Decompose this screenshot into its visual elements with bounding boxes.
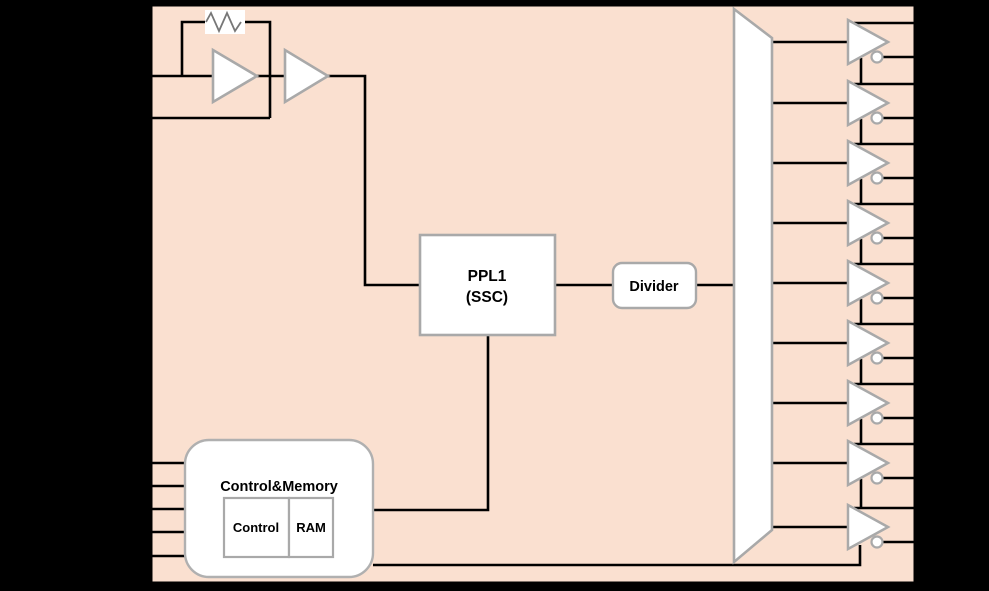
pll-label-line2: (SSC) [466,289,508,306]
output-buffer-icon [846,78,891,128]
pll-block: PPL1 (SSC) [418,233,557,337]
pin-dot [915,321,922,327]
inverter-bubble-icon [870,291,884,305]
pll-label-line1: PPL1 [468,268,507,285]
control-memory-title: Control&Memory [220,479,338,495]
pin-dot [146,529,153,535]
osc-to-pll-wire [328,74,420,287]
pin-dot [146,483,153,489]
pin-dot [915,201,922,207]
ram-box [287,496,335,559]
osc-amplifier-icon [211,47,260,105]
pin-dot [915,141,922,147]
pin-dot [915,261,922,267]
control-box [222,496,291,559]
pin-dot [915,505,922,511]
inverter-bubble-icon [870,535,884,549]
divider-box [611,261,698,310]
inverter-bubble-icon [870,50,884,64]
pin-dot [146,506,153,512]
output-buffer-icon [846,318,891,368]
pin-dot [915,175,922,181]
pin-dot [915,20,922,26]
pin-dot [146,553,153,559]
output-buffer-icon [846,258,891,308]
feedback-wire-right [245,20,272,118]
feedback-wire-left [180,20,205,76]
inverter-bubble-icon [870,231,884,245]
inverter-bubble-icon [870,171,884,185]
divider-block: Divider [611,261,698,310]
clock-buffer-icon [283,47,331,105]
divider-label: Divider [629,279,679,295]
control-to-pll-wire [373,335,490,512]
control-to-output-wire [373,545,862,567]
clock-distribution-mux [732,6,774,565]
pin-dot [915,539,922,545]
pin-dot [915,381,922,387]
pin-dot [915,81,922,87]
output-buffer-icon [846,438,891,488]
inverter-bubble-icon [870,471,884,485]
pll-box [418,233,557,337]
output-buffer-icon [846,17,891,67]
feedback-resistor-icon [205,10,242,34]
pin-dot [915,54,922,60]
output-buffer-icon [846,502,891,552]
wires-layer [149,20,862,567]
ram-label: RAM [296,520,326,535]
output-buffers-layer [846,17,891,552]
output-buffer-icon [846,378,891,428]
pin-dot [915,441,922,447]
pin-dot [915,475,922,481]
pin-dot [146,115,153,121]
pin-dot [915,415,922,421]
output-buffer-icon [846,198,891,248]
inverter-bubble-icon [870,111,884,125]
control-label: Control [233,520,279,535]
pin-dot [915,295,922,301]
pin-dot [146,460,153,466]
inverter-bubble-icon [870,351,884,365]
control-memory-block: Control&Memory Control RAM [183,438,375,579]
inverter-bubble-icon [870,411,884,425]
pin-dot [915,115,922,121]
pin-dot [915,355,922,361]
output-buffer-icon [846,138,891,188]
pin-dot [915,235,922,241]
pin-dots-layer [146,20,922,559]
generated-wires-layer [149,21,919,558]
crystal-oscillator [205,10,331,105]
pin-dot [146,73,153,79]
